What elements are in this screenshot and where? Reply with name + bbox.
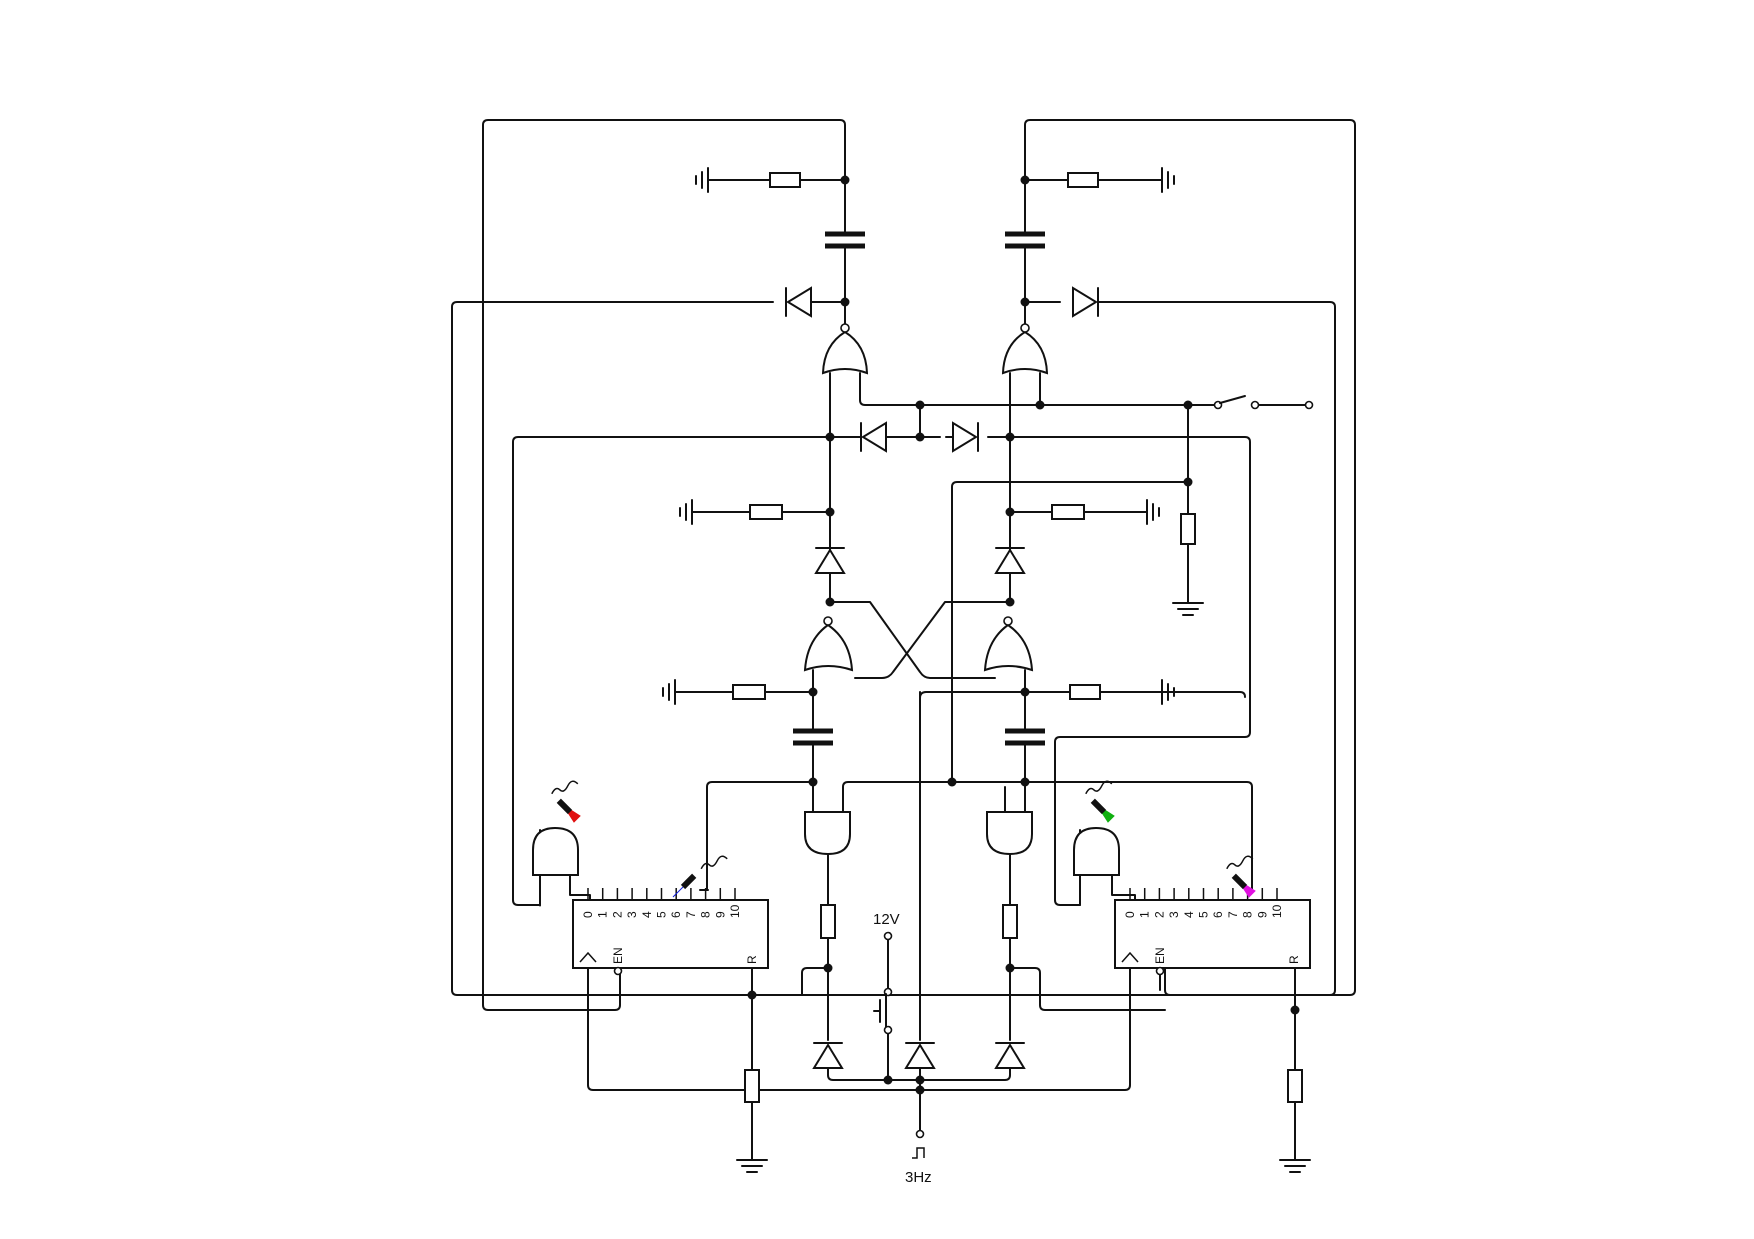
chassis-grounds [662,167,1175,705]
chassis-ground-icon [1161,679,1175,705]
resistor-and-right [1002,904,1018,939]
counter-left-output-pin-label: 9 [713,911,727,918]
wires [451,119,1356,1161]
counter-left-reset-label: R [745,955,759,964]
nor-gate-mid-right [983,616,1034,672]
counter-right-output-pin-label: 0 [1123,911,1137,918]
diode-top-right [1072,286,1099,318]
counter-left-output-pin-label: 6 [669,911,683,918]
nor-gate-top-right [1001,323,1049,375]
nor-gate-top-left [821,323,869,375]
counter-right-reset-label: R [1287,955,1301,964]
diode-mid-right [952,421,979,453]
counter-left-output-pin-label: 4 [640,911,654,918]
ground-icon [736,1159,768,1173]
diode-mid-left [860,421,887,453]
resistor-low-left [732,684,766,700]
counter-right-enable-label: EN [1153,947,1167,964]
counter-left-output-pin-label: 0 [581,911,595,918]
capacitor-top-right [1005,231,1045,249]
clock-source: 3Hz [905,1129,932,1186]
chassis-ground-icon [662,679,676,705]
probe-magenta [1226,855,1256,898]
counter-left-output-pin-label: 8 [699,911,713,918]
diode-vert-left [814,547,846,574]
resistor-reset-left [744,1069,760,1103]
pushbutton-switch [873,931,893,1035]
capacitor-low-right [1005,728,1045,746]
counter-left-output-pin-label: 10 [728,904,742,918]
probes [551,780,1256,898]
toggle-switch [1213,395,1314,410]
counter-left-output-pin-label: 5 [655,911,669,918]
ground-icon [1279,1159,1311,1173]
capacitor-low-left [793,728,833,746]
resistor-reset-right [1287,1069,1303,1103]
counter-left-output-pin-label: 1 [596,911,610,918]
resistor-switch-pulldown [1180,513,1196,545]
chassis-ground-icon [1161,167,1175,193]
counter-right-output-pin-label: 7 [1226,911,1240,918]
counter-right-output-pin-label: 1 [1138,911,1152,918]
and-gate-probe-right [1073,826,1136,906]
earth-grounds [736,602,1311,1173]
resistor-top-right [1067,172,1099,188]
counter-right-output-pin-label: 2 [1152,911,1166,918]
and-gate-left [804,811,851,856]
diode-top-left [785,286,812,318]
diode-bottom-left [812,1042,844,1069]
counter-left-output-pin-label: 7 [684,911,698,918]
counter-left-enable-label: EN [611,947,625,964]
ground-icon [1172,602,1204,616]
counter-right-output-pin-label: 10 [1270,904,1284,918]
counter-right-output-pin-label: 8 [1241,911,1255,918]
counter-right-output-pin-label: 5 [1197,911,1211,918]
resistor-and-left [820,904,836,939]
junctions [747,175,1300,1095]
diode-vert-right [994,547,1026,574]
counter-left-output-pin-label: 2 [610,911,624,918]
resistor-low-right [1069,684,1101,700]
counter-right-output-pin-label: 6 [1211,911,1225,918]
clock-frequency-label: 3Hz [905,1169,932,1186]
resistor-top-left [769,172,801,188]
counter-left-output-pin-label: 3 [625,911,639,918]
and-gate-probe-left [532,826,591,907]
chassis-ground-icon [695,167,709,193]
gates [532,323,1136,907]
capacitor-top-left [825,231,865,249]
probe-blue [672,855,728,898]
counter-right-output-pin-label: 3 [1167,911,1181,918]
capacitors [793,231,1045,746]
supply-voltage-label: 12V [873,911,900,928]
diode-bottom-mid [904,1042,936,1069]
diode-bottom-right [994,1042,1026,1069]
probe-red [551,780,581,823]
diodes [785,286,1099,1069]
and-gate-right [986,811,1033,856]
probe-green [1085,780,1115,823]
chassis-ground-icon [679,499,693,525]
resistor-mid-left [749,504,783,520]
counter-right-output-pin-label: 9 [1255,911,1269,918]
counter-right-output-pin-label: 4 [1182,911,1196,918]
nor-gate-mid-left [803,616,854,672]
resistors [732,172,1303,1103]
chassis-ground-icon [1146,499,1160,525]
resistor-mid-right [1051,504,1085,520]
